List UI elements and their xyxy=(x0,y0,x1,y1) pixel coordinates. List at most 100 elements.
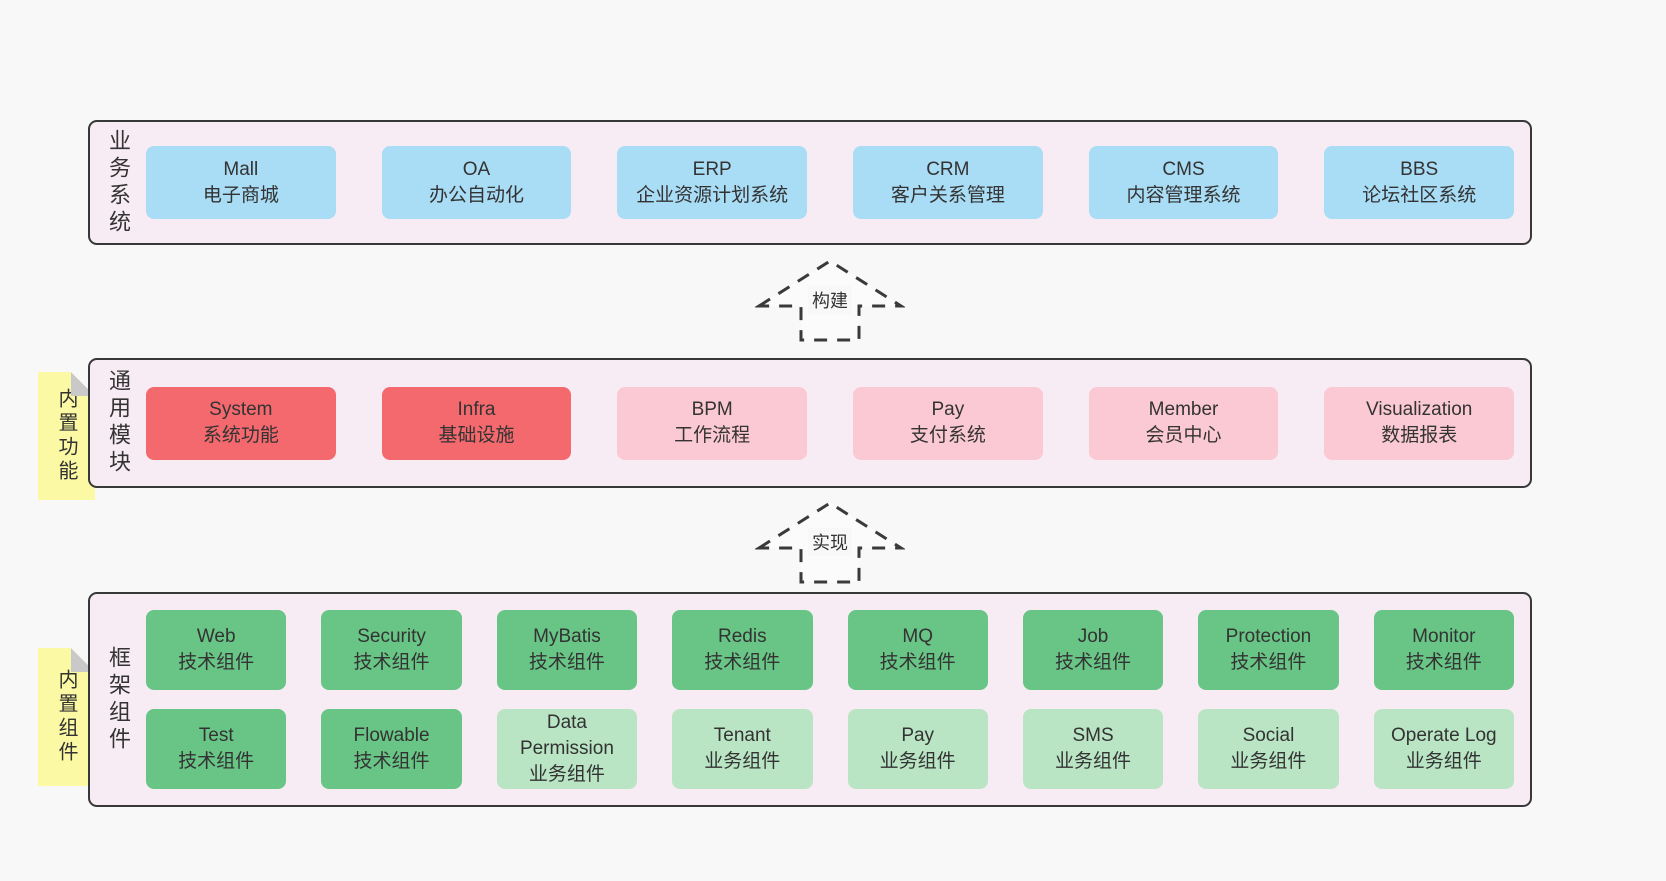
box-bpm: BPM 工作流程 xyxy=(617,386,808,460)
box-row: System 系统功能 Infra 基础设施 BPM 工作流程 Pay 支付系统 Member 会… xyxy=(146,386,1515,460)
box-title: OA xyxy=(462,158,491,180)
box-title: Pay xyxy=(931,399,965,420)
sticky-note-builtin-features: 内置功能 xyxy=(38,372,95,500)
box-subtitle: 支付系统 xyxy=(909,425,986,446)
box-title: Test xyxy=(198,725,234,746)
box-web: Web 技术组件 xyxy=(146,610,287,690)
box-system: System 系统功能 xyxy=(146,386,336,460)
box-subtitle: 业务组件 xyxy=(1055,751,1132,772)
note-label: 内置功能 xyxy=(55,388,77,484)
box-subtitle: 技术组件 xyxy=(353,652,430,673)
arrow-label: 构建 xyxy=(808,286,852,314)
box-title: MQ xyxy=(902,626,933,647)
box-mq: MQ 技术组件 xyxy=(847,610,988,690)
box-subtitle: 办公自动化 xyxy=(429,184,525,206)
box-title: ERP xyxy=(692,158,732,180)
box-title: Tenant xyxy=(713,725,771,746)
box-protection: Protection 技术组件 xyxy=(1198,610,1339,690)
box-subtitle: 内容管理系统 xyxy=(1126,184,1241,206)
box-title: Security xyxy=(357,626,426,647)
section-title: 业务系统 xyxy=(106,128,131,237)
box-title: Pay xyxy=(901,725,935,746)
box-job: Job 技术组件 xyxy=(1022,610,1164,690)
box-subtitle: 电子商城 xyxy=(202,184,279,206)
box-subtitle: 业务组件 xyxy=(1405,751,1482,772)
section-title: 通用模块 xyxy=(106,369,131,477)
box-title: Social xyxy=(1242,725,1295,746)
box-title: Mall xyxy=(223,158,259,180)
box-social: Social 业务组件 xyxy=(1198,709,1339,789)
box-subtitle: 业务组件 xyxy=(528,764,605,785)
box-subtitle: 技术组件 xyxy=(528,652,605,673)
box-subtitle: 工作流程 xyxy=(674,425,751,446)
up-arrow-implement: 实现 xyxy=(755,498,905,586)
box-title: Redis xyxy=(718,626,767,647)
box-test: Test 技术组件 xyxy=(146,709,287,789)
box-bbs: BBS 论坛社区系统 xyxy=(1324,146,1515,219)
box-subtitle: 业务组件 xyxy=(704,751,781,772)
box-grid: System 系统功能 Infra 基础设施 BPM 工作流程 Pay 支付系统 Member 会… xyxy=(146,360,1530,486)
box-title: System xyxy=(209,399,273,420)
sticky-note-builtin-components: 内置组件 xyxy=(38,648,95,786)
box-oa: OA 办公自动化 xyxy=(381,146,572,219)
box-title: Operate Log xyxy=(1390,725,1497,746)
box-title: Job xyxy=(1077,626,1109,647)
box-subtitle: 系统功能 xyxy=(202,425,279,446)
box-subtitle: 会员中心 xyxy=(1145,425,1222,446)
box-title: SMS xyxy=(1072,725,1114,746)
box-mybatis: MyBatis 技术组件 xyxy=(496,610,638,690)
box-subtitle: 客户关系管理 xyxy=(890,184,1005,206)
box-title: Data Permission xyxy=(519,712,614,759)
box-title: Monitor xyxy=(1412,626,1476,647)
box-subtitle: 技术组件 xyxy=(1230,652,1307,673)
box-subtitle: 基础设施 xyxy=(438,425,515,446)
note-label: 内置组件 xyxy=(55,669,77,765)
box-crm: CRM 客户关系管理 xyxy=(853,146,1043,219)
box-title: Member xyxy=(1148,399,1219,420)
box-subtitle: 业务组件 xyxy=(1230,751,1307,772)
box-security: Security 技术组件 xyxy=(321,610,462,690)
section-framework-components: 框架组件 Web 技术组件 Security 技术组件 MyBatis 技术组件 Redis… xyxy=(88,592,1532,807)
box-title: Flowable xyxy=(353,725,430,746)
box-subtitle: 技术组件 xyxy=(353,751,430,772)
box-subtitle: 技术组件 xyxy=(1055,652,1132,673)
box-subtitle: 技术组件 xyxy=(178,751,255,772)
box-infra: Infra 基础设施 xyxy=(381,386,572,460)
box-monitor: Monitor 技术组件 xyxy=(1373,610,1514,690)
up-arrow-build: 构建 xyxy=(755,256,905,344)
box-operate-log: Operate Log 业务组件 xyxy=(1373,709,1514,789)
box-cms: CMS 内容管理系统 xyxy=(1088,146,1279,219)
box-title: BBS xyxy=(1400,158,1439,180)
box-title: Web xyxy=(196,626,236,647)
section-business-systems: 业务系统 Mall 电子商城 OA 办公自动化 ERP 企业资源计划系统 CRM 客户关系管理… xyxy=(88,120,1532,245)
box-pay: Pay 支付系统 xyxy=(853,386,1043,460)
box-row: Mall 电子商城 OA 办公自动化 ERP 企业资源计划系统 CRM 客户关系管理 CMS 内容… xyxy=(146,146,1515,219)
box-subtitle: 业务组件 xyxy=(879,751,956,772)
box-member: Member 会员中心 xyxy=(1088,386,1279,460)
box-pay: Pay 业务组件 xyxy=(847,709,988,789)
box-subtitle: 技术组件 xyxy=(178,652,255,673)
box-erp: ERP 企业资源计划系统 xyxy=(617,146,808,219)
section-title: 框架组件 xyxy=(106,645,131,754)
box-tenant: Tenant 业务组件 xyxy=(672,709,813,789)
box-title: Protection xyxy=(1225,626,1312,647)
box-title: CRM xyxy=(926,158,970,180)
box-title: Visualization xyxy=(1366,399,1473,420)
arrow-label: 实现 xyxy=(808,528,852,556)
box-subtitle: 企业资源计划系统 xyxy=(636,184,789,206)
box-subtitle: 论坛社区系统 xyxy=(1362,184,1477,206)
box-title: MyBatis xyxy=(533,626,601,647)
box-grid: Mall 电子商城 OA 办公自动化 ERP 企业资源计划系统 CRM 客户关系管理 CMS 内容… xyxy=(146,122,1530,243)
box-title: BPM xyxy=(691,399,733,420)
box-title: CMS xyxy=(1162,158,1205,180)
box-data-permission: Data Permission 业务组件 xyxy=(496,709,638,789)
box-subtitle: 技术组件 xyxy=(1405,652,1482,673)
box-title: Infra xyxy=(457,399,496,420)
box-subtitle: 技术组件 xyxy=(879,652,956,673)
box-sms: SMS 业务组件 xyxy=(1022,709,1164,789)
section-common-modules: 通用模块 System 系统功能 Infra 基础设施 BPM 工作流程 Pay 支付系统 Me… xyxy=(88,358,1532,488)
